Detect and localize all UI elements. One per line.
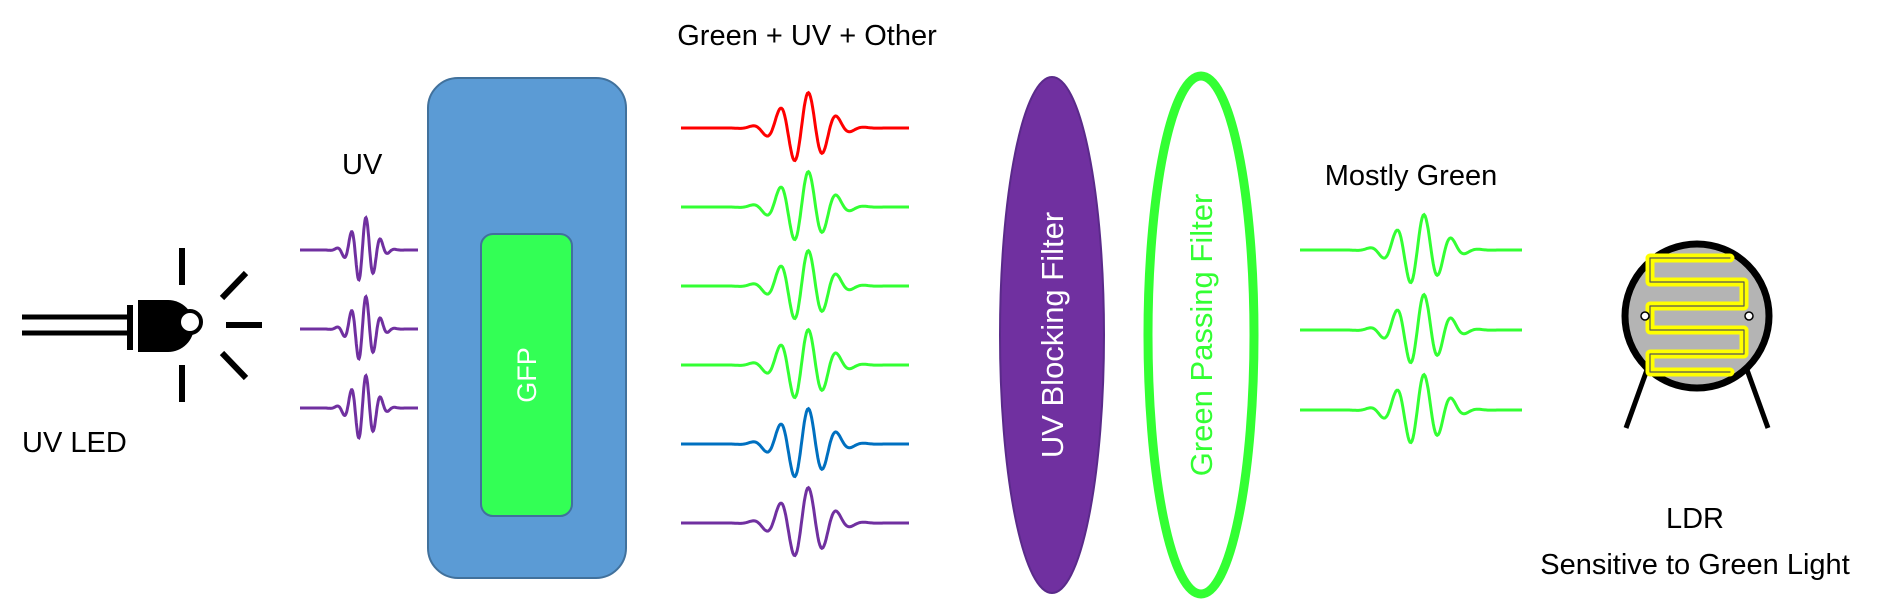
green-wave: [681, 248, 909, 321]
green-passing-filter-label: Green Passing Filter: [1184, 194, 1219, 477]
uv-blocking-filter-label: UV Blocking Filter: [1035, 212, 1070, 458]
mostly-green-label: Mostly Green: [1325, 160, 1497, 192]
green-wave: [1300, 212, 1522, 285]
uv-label: UV: [342, 149, 383, 181]
red-wave: [681, 90, 909, 163]
green-passing-filter: [1143, 71, 1259, 599]
gfp-sample: [480, 233, 573, 517]
uv-led-icon: [22, 248, 262, 402]
emitted-light-label: Green + UV + Other: [677, 20, 937, 52]
blue-wave: [681, 406, 909, 479]
green-wave: [1300, 292, 1522, 365]
gfp-label: GFP: [512, 347, 542, 403]
green-wave: [681, 169, 909, 242]
ldr-label: LDR: [1666, 503, 1724, 535]
uv-wave: [681, 485, 909, 558]
uv-wave-group: [300, 215, 418, 441]
uv-wave: [300, 373, 418, 441]
green-wave: [1300, 372, 1522, 445]
emitted-wave-group: [681, 90, 909, 558]
uv-blocking-filter: [999, 76, 1105, 594]
uv-wave: [300, 215, 418, 283]
green-wave: [681, 327, 909, 400]
ldr-caption: Sensitive to Green Light: [1540, 549, 1850, 581]
ldr-icon: [1621, 240, 1773, 429]
uv-wave: [300, 294, 418, 362]
filtered-wave-group: [1300, 212, 1522, 445]
uv-led-label: UV LED: [22, 427, 127, 459]
